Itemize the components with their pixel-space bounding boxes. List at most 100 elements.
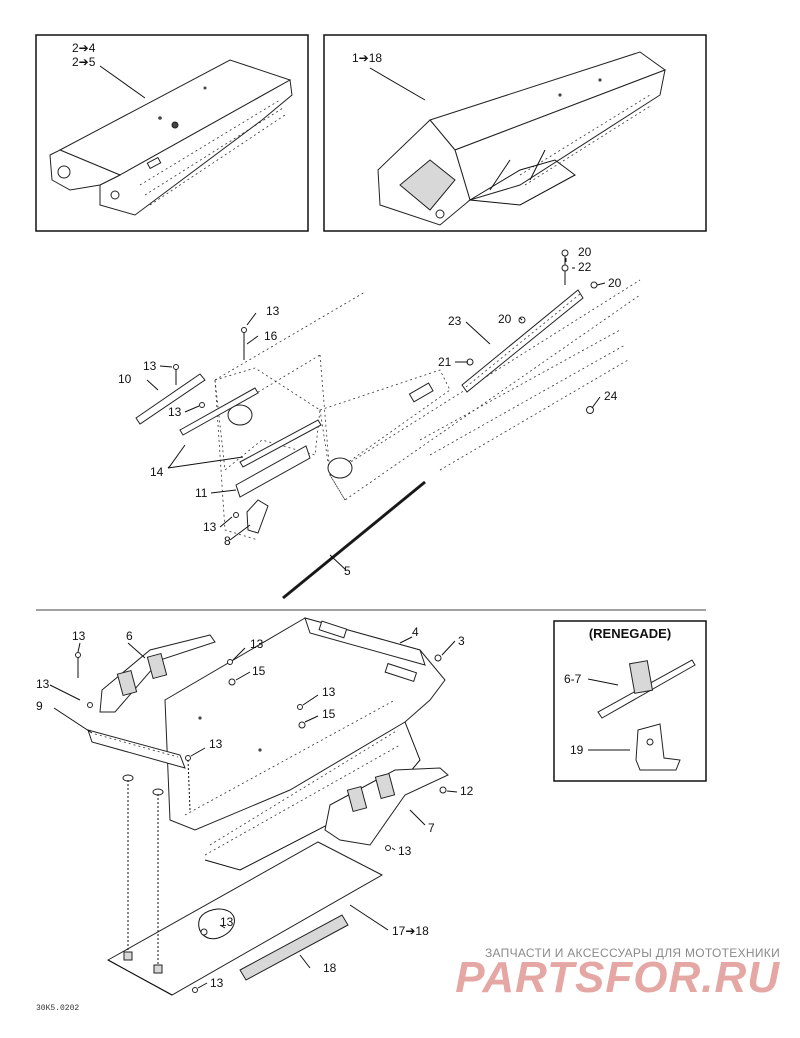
tunnel-side-hole [227, 404, 253, 426]
leader-lines-mid [146, 258, 606, 571]
callout-label: 24 [604, 389, 618, 403]
tunnel-outline-dashed [214, 279, 641, 541]
nut-part-12 [439, 786, 447, 794]
callout-label: 13 [209, 737, 223, 751]
mat-stud [123, 951, 133, 961]
callout-label: 13 [168, 405, 182, 419]
strip-part-18 [239, 914, 349, 981]
renegade-title: (RENEGADE) [589, 626, 671, 641]
tunnel-hole [171, 121, 179, 129]
bolt-13 [233, 512, 239, 518]
leader-line [99, 65, 146, 99]
bolt-13 [87, 702, 93, 708]
tunnel-slot [408, 382, 434, 403]
bolt-13 [185, 755, 191, 761]
inset-frame-left [35, 34, 309, 232]
callout-label: 9 [36, 699, 43, 713]
callout-label: 10 [118, 372, 132, 386]
callout-label: 7 [428, 821, 435, 835]
frame-engine-bay [399, 159, 456, 211]
mat-edge [107, 959, 173, 996]
nut-part-3 [434, 654, 442, 662]
strip-part-14 [179, 387, 259, 436]
watermark-brand: PARTSFOR.RU [455, 953, 780, 1002]
drawing-reference: 30K5.0202 [36, 1004, 79, 1013]
callout-label: 13 [210, 976, 224, 990]
renegade-label: 19 [570, 743, 584, 757]
leader-line [587, 678, 619, 686]
bracket-hole [646, 738, 654, 746]
callout-label: 22 [578, 260, 592, 274]
tunnel-slot [146, 156, 162, 170]
tunnel-perforations [184, 699, 401, 856]
frame-brace [489, 149, 546, 191]
tunnel-hole [57, 165, 71, 179]
callout-label: 13 [266, 304, 280, 318]
callout-label: 13 [220, 915, 234, 929]
frame-side-truss [468, 159, 576, 206]
footrest-pad [374, 772, 396, 800]
rail-part-23 [461, 289, 584, 393]
tunnel-side-dashed [214, 367, 321, 471]
plate-part-8 [246, 499, 269, 534]
bolt-13 [297, 704, 303, 710]
frame-rivet [598, 78, 602, 82]
footrest-pad [116, 669, 138, 697]
callout-label: 1➔18 [352, 51, 382, 65]
callout-label: 13 [143, 359, 157, 373]
watermark-tagline: ЗАПЧАСТИ И АКСЕССУАРЫ ДЛЯ МОТОТЕХНИКИ [485, 946, 780, 960]
exploded-footrest-assembly: 13 6 13 15 4 3 13 9 13 15 13 12 7 13 17➔… [36, 617, 474, 996]
callout-label: 15 [322, 707, 336, 721]
bolt-20 [561, 249, 569, 257]
strip-part-14 [239, 419, 322, 468]
rod-highlight [282, 481, 426, 599]
callout-label: 13 [36, 677, 50, 691]
bolt-13 [385, 845, 391, 851]
tunnel-front-flange [49, 149, 122, 191]
footrest-pad [346, 785, 368, 813]
callout-label: 2➔4 [72, 41, 96, 55]
plate-slot [318, 620, 348, 639]
inset-chassis-frame: 1➔18 [323, 34, 707, 232]
callout-label: 13 [250, 637, 264, 651]
bolt-15 [298, 721, 306, 729]
renegade-label: 6-7 [564, 672, 582, 686]
mat-stud [153, 964, 163, 974]
callout-label: 23 [448, 314, 462, 328]
tunnel-perforations [139, 99, 286, 206]
tunnel-rivet [158, 116, 162, 120]
tunnel-side-hole [327, 457, 353, 479]
inset-frame-right [323, 34, 707, 232]
leader-lines-bottom [49, 636, 458, 989]
bolt-13 [192, 987, 198, 993]
tunnel-rivet [203, 86, 207, 90]
inset-frame-renegade [553, 620, 707, 782]
callout-label: 2➔5 [72, 55, 96, 69]
frame-rivet [558, 93, 562, 97]
callout-label: 6 [126, 629, 133, 643]
footrest-part-7 [324, 767, 449, 846]
renegade-footrest-bracket [628, 660, 654, 694]
inset-renegade: (RENEGADE) 6-7 19 [553, 620, 707, 782]
bolt-13 [75, 652, 81, 658]
inset-tunnel-panel: 2➔4 2➔5 [35, 34, 309, 232]
callout-label: 13 [322, 685, 336, 699]
callout-label: 20 [608, 276, 622, 290]
watermark: ЗАПЧАСТИ И АКСЕССУАРЫ ДЛЯ МОТОТЕХНИКИ PA… [455, 946, 780, 1002]
rail-part-9 [87, 729, 186, 769]
callout-label: 4 [412, 625, 419, 639]
callout-label: 13 [398, 844, 412, 858]
bolt-24 [586, 406, 594, 414]
plate-slot [384, 662, 418, 683]
frame-perforations [519, 94, 653, 186]
angle-part-11 [235, 445, 311, 498]
bolt-13 [200, 928, 208, 936]
callout-label: 5 [344, 564, 351, 578]
frame-hole [435, 209, 445, 219]
callout-label: 12 [460, 784, 474, 798]
washer-22 [561, 264, 569, 272]
tunnel-hole [110, 190, 120, 200]
callout-label: 16 [264, 329, 278, 343]
bolt-13 [173, 364, 179, 370]
bolt-15 [228, 678, 236, 686]
